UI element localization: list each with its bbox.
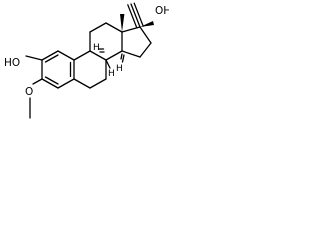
bond-h-c8 — [105, 59, 111, 69]
bond-d3 — [139, 42, 152, 58]
bond-c5 — [105, 50, 123, 61]
bond-a4 — [57, 78, 75, 89]
alkyne-bond-3 — [133, 2, 144, 27]
bond-d2 — [139, 26, 152, 44]
bond-a1-double — [44, 54, 59, 63]
stereo-h-c14: H — [116, 53, 125, 74]
alkyne-bond-2 — [127, 4, 138, 29]
oh-wedge — [140, 21, 154, 27]
h-label-c8: H — [108, 69, 115, 79]
bond-b1 — [73, 50, 91, 61]
alkyne-bond-1 — [130, 3, 141, 28]
ring-b — [73, 50, 107, 89]
methoxy-oxygen-label: O — [25, 86, 33, 98]
methyl-wedge — [120, 14, 125, 32]
stereo-h-c8: H — [105, 59, 115, 79]
h-label-c14: H — [116, 64, 123, 74]
bond-c3 — [105, 22, 123, 33]
hydroxyl-label-c17: OH — [155, 5, 169, 17]
hash-c14-1 — [120, 53, 123, 60]
hydroxyl-label-c2: HO — [4, 57, 20, 69]
ring-d — [121, 26, 152, 58]
ring-c — [89, 22, 123, 61]
ring-a-aromatic — [41, 50, 75, 89]
ho-bond — [25, 55, 43, 61]
bond-d4 — [121, 50, 141, 58]
bond-a2 — [57, 50, 75, 61]
methoxy-o-bond — [32, 78, 43, 85]
bond-b2 — [89, 50, 107, 61]
bond-c2 — [89, 22, 107, 33]
hash-c14-2 — [121, 54, 125, 63]
bond-a5 — [41, 78, 59, 89]
ethynyl-group — [127, 2, 144, 29]
structural-formula: OH HO O H H H — [4, 2, 169, 119]
stereo-h-c9: H — [93, 43, 105, 53]
bond-b5 — [73, 78, 91, 89]
h-label-c9: H — [93, 43, 100, 53]
bond-a1 — [41, 50, 59, 61]
bond-b4 — [89, 78, 107, 89]
bond-a5-double — [44, 76, 59, 85]
